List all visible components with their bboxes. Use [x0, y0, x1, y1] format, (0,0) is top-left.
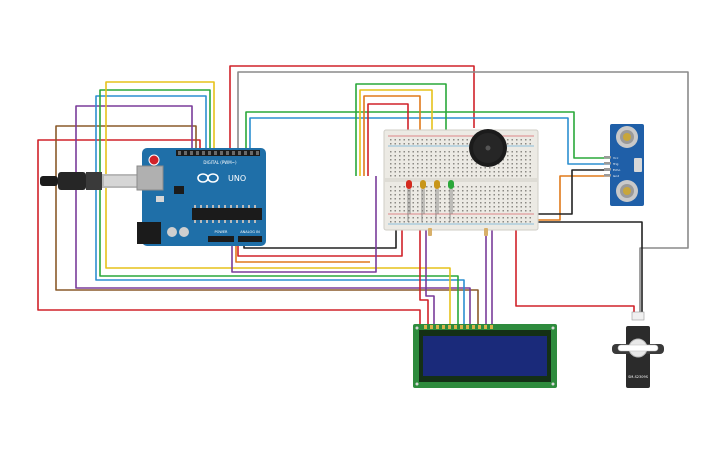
wire-red-servo — [515, 222, 635, 316]
lcd-screen — [423, 336, 547, 376]
leds — [406, 180, 454, 222]
wire-red-top — [229, 65, 475, 150]
analog-label: ANALOG IN — [240, 230, 260, 234]
wire-black-gnd — [243, 222, 397, 249]
wire-orange-a — [235, 240, 370, 263]
wire-orange-sonar — [536, 175, 610, 221]
wire-green-top — [245, 111, 610, 159]
wire-black-servo — [522, 221, 643, 316]
ultrasonic-sensor[interactable]: Vcc Trig Echo Gnd — [604, 124, 644, 206]
wire-purple-outer — [75, 105, 471, 330]
lcd-display[interactable] — [413, 324, 557, 388]
power-header[interactable] — [208, 236, 234, 242]
resistor-1[interactable] — [428, 228, 432, 236]
sonar-pin-vcc: Vcc — [613, 156, 619, 160]
arduino-logo — [197, 173, 219, 183]
wire-blue-top — [249, 117, 610, 165]
arduino-pcb — [142, 148, 266, 246]
atmega-chip — [192, 208, 262, 220]
sonar-pin-echo: Echo — [613, 168, 620, 172]
piezo-buzzer[interactable] — [469, 129, 507, 167]
led-yellow-1[interactable] — [420, 180, 426, 222]
digital-header-label: DIGITAL (PWM~) — [203, 160, 237, 165]
wires — [37, 65, 689, 330]
resistor-2[interactable] — [484, 228, 488, 236]
breadboard-holes — [390, 139, 531, 223]
led-yellow-2[interactable] — [434, 180, 440, 222]
arduino-uno[interactable]: DIGITAL (PWM~) UNO POWER ANALOG IN — [136, 148, 266, 246]
arduino-model-label: UNO — [228, 174, 246, 183]
resistors — [428, 228, 488, 236]
wire-purple-lcd — [425, 222, 435, 330]
reset-button[interactable] — [148, 154, 160, 166]
wire-red-5v — [237, 224, 403, 257]
analog-header[interactable] — [238, 236, 262, 242]
led-red[interactable] — [406, 180, 412, 222]
wire-gray-top — [237, 71, 689, 316]
wire-brown-outer — [55, 125, 479, 330]
sonar-pins — [604, 156, 611, 177]
led-green[interactable] — [448, 180, 454, 222]
wire-red-outer — [37, 139, 421, 330]
breadboard[interactable] — [383, 129, 539, 231]
sonar-pin-gnd: Gnd — [613, 174, 619, 178]
sonar-pin-trig: Trig — [612, 162, 618, 166]
wire-red-lcd — [419, 222, 429, 330]
digital-header[interactable] — [176, 150, 260, 156]
servo-motor[interactable]: SM-S2309S — [612, 311, 664, 388]
lcd-pin-header — [424, 325, 493, 329]
servo-label: SM-S2309S — [628, 375, 649, 379]
wire-black-sonar — [520, 169, 610, 215]
wire-purple-a — [231, 176, 377, 273]
power-label: POWER — [215, 230, 229, 234]
